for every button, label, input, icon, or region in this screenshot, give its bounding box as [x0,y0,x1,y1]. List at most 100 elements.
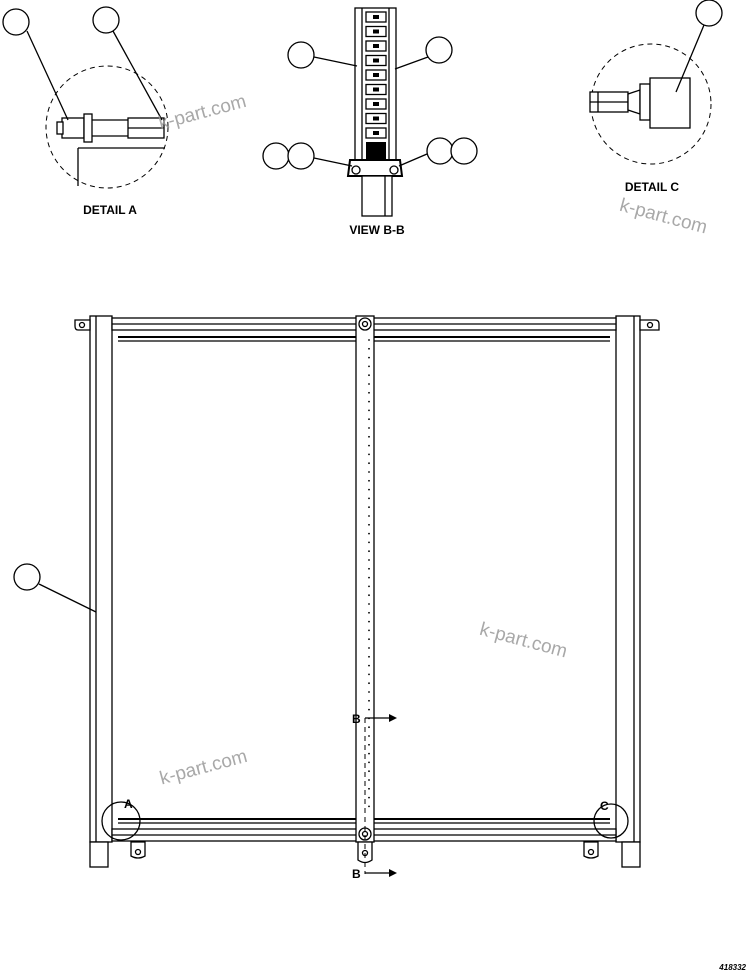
center-post-hole [368,805,370,808]
center-post-hole [368,699,370,702]
leader-line [38,583,97,613]
center-post-hole [368,532,370,535]
center-post-hole [368,409,370,412]
watermark: k-part.com [477,619,569,663]
detail-a-marker [101,801,141,841]
leader-line [394,56,429,70]
view-bb-cells [365,11,387,139]
center-post-hole [368,603,370,605]
detail-a-title: DETAIL A [83,203,137,217]
detail-c-boundary [590,43,712,165]
center-post-hole [368,462,370,465]
detail-c-marker-label: C [600,799,609,813]
watermark: k-part.com [157,91,249,135]
center-post-hole [368,479,370,482]
callout-balloon [13,563,41,591]
center-post-hole [368,629,370,632]
mounting-hole [646,321,654,329]
center-post-hole [368,339,370,341]
watermark: k-part.com [617,195,709,239]
mounting-hole [587,848,595,856]
callout-balloon [426,137,454,165]
bolt-hole [361,320,369,328]
center-post-hole [368,743,370,746]
detail-c-title: DETAIL C [625,180,680,194]
detail-a-flange [83,113,93,143]
center-post-hole [368,550,370,553]
callout-balloon [262,142,290,170]
center-post-hole [368,567,370,570]
section-label-bottom: B [352,867,361,881]
center-post-hole [368,506,370,509]
center-post-hole [368,664,370,667]
center-post-hole [368,444,370,447]
view-bb-cell-notch [373,87,379,92]
callout-balloon [287,41,315,69]
center-post-hole [368,347,370,350]
view-bb-cell-notch [373,29,379,34]
section-label-top: B [352,712,361,726]
view-bb: VIEW B-B [262,7,478,237]
view-bb-cell-notch [373,15,379,19]
mounting-tab-left [74,319,91,331]
center-post-hole [368,427,370,429]
leader-line [675,24,705,93]
leader-line [313,56,358,67]
view-bb-bolt-left [351,165,361,175]
view-bb-cell-notch [373,131,379,135]
detail-a-fitting [61,117,85,139]
center-post-hole [368,576,370,579]
view-bb-cell-notch [373,44,379,48]
center-post-hole [368,787,370,790]
drawing-number: 418332 [718,963,746,972]
section-arrow-top [389,714,397,722]
center-post-hole [368,594,370,597]
center-post-hole [368,488,370,491]
detail-c-marker [593,803,629,839]
center-post-hole [368,796,370,799]
center-post-hole [368,655,370,658]
center-post-hole [368,726,370,729]
center-post-hole [368,356,370,359]
center-post-hole [368,752,370,755]
center-post-hole [368,515,370,517]
left-post [89,315,113,843]
mounting-hole [134,848,142,856]
callout-balloon [425,36,453,64]
leader-line [398,153,428,167]
center-post-hole [368,770,370,773]
detail-a-shaft [92,119,128,137]
center-post-hole [368,541,370,544]
watermark: k-part.com [158,746,250,790]
view-bb-cell-notch [373,73,379,77]
center-post-hole [368,391,370,394]
center-post-hole [368,497,370,500]
view-bb-cell-notch [373,102,379,106]
center-foot [357,841,373,864]
center-post-top-bolt [358,317,372,331]
center-post-hole [368,585,370,588]
center-post-hole [368,735,370,737]
center-post-hole [368,682,370,685]
center-post-hole [368,453,370,456]
view-bb-cell-notch [373,58,379,63]
center-post-hole [368,647,370,649]
center-post-hole [368,383,370,385]
view-bb-inner-walls [361,8,390,160]
right-post [615,315,641,843]
view-bb-post [361,175,393,217]
center-post-hole [368,691,370,693]
center-post-holes [368,339,370,808]
center-post-hole [368,374,370,377]
center-post-hole [368,418,370,421]
leader-line [112,30,163,121]
center-post-hole [368,471,370,473]
leader-line [313,157,353,167]
center-post-hole [368,673,370,676]
center-post-hole [368,365,370,368]
center-post-hole [368,523,370,526]
left-foot [89,841,109,868]
detail-a-fitting-end [56,121,64,135]
callout-balloon [695,0,723,27]
